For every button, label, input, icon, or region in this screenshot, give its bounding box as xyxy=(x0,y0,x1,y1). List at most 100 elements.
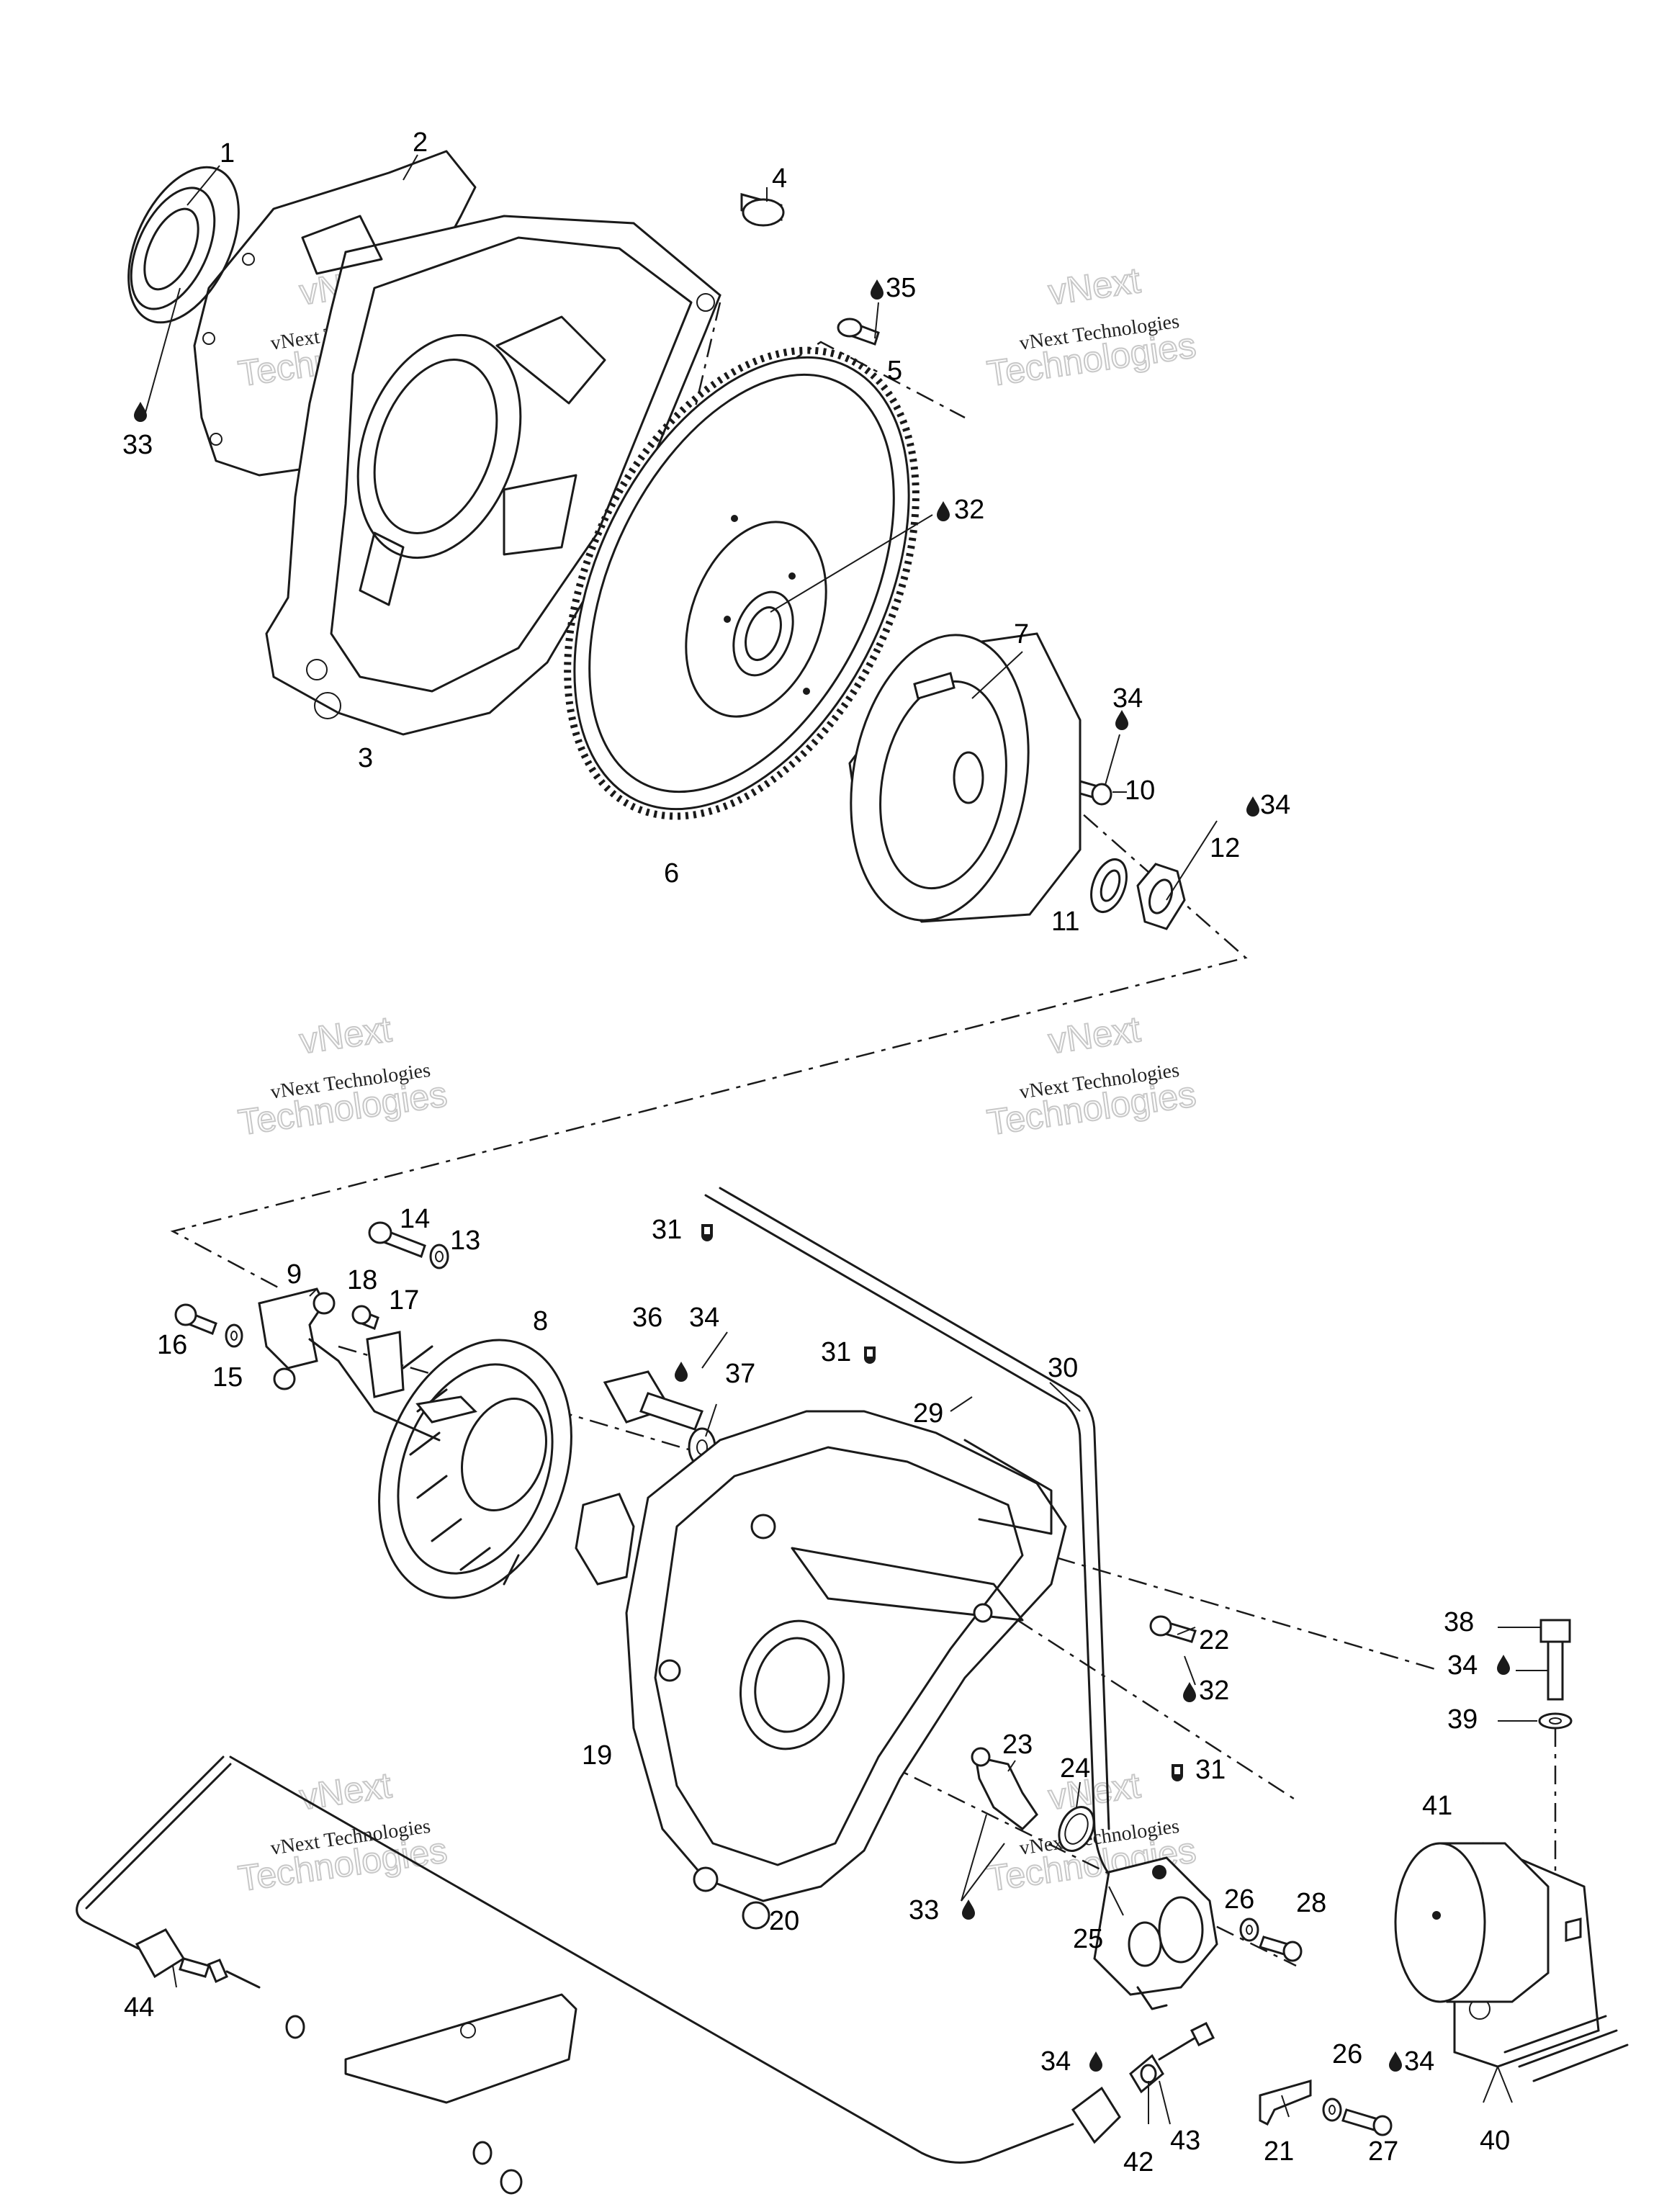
callout-4: 4 xyxy=(772,163,787,194)
callout-31: 31 xyxy=(821,1337,851,1367)
callout-33: 33 xyxy=(122,430,153,460)
part-28-screw xyxy=(1259,1936,1303,1962)
part-13-washer xyxy=(429,1244,449,1269)
callout-36: 36 xyxy=(632,1303,662,1333)
woodruff-key-icon xyxy=(864,1346,876,1364)
callout-19: 19 xyxy=(582,1740,612,1771)
callout-30: 30 xyxy=(1048,1353,1078,1383)
callout-26: 26 xyxy=(1332,2039,1362,2069)
callout-5: 5 xyxy=(887,356,902,386)
callout-32: 32 xyxy=(1199,1676,1229,1706)
callout-8: 8 xyxy=(533,1306,548,1336)
part-12-nut xyxy=(1136,863,1186,930)
callout-34: 34 xyxy=(1404,2046,1434,2077)
callout-11: 11 xyxy=(1051,907,1079,937)
drop-icon xyxy=(962,1899,975,1920)
drop-icon xyxy=(1183,1682,1196,1702)
callout-20: 20 xyxy=(769,1906,799,1936)
callout-17: 17 xyxy=(389,1285,419,1316)
callout-labels: 1 2 3 4 5 6 7 8 9 10 11 12 13 14 15 16 1… xyxy=(122,127,1510,2177)
callout-12: 12 xyxy=(1210,833,1240,863)
part-39-washer xyxy=(1538,1712,1573,1730)
callout-6: 6 xyxy=(664,858,679,889)
callout-22: 22 xyxy=(1199,1625,1229,1655)
callout-32: 32 xyxy=(954,495,984,525)
part-25-pump xyxy=(1093,1856,1218,2010)
part-41-solenoid xyxy=(1394,1842,1550,2003)
part-4-dowel xyxy=(740,193,785,227)
leader-lines xyxy=(143,154,1548,2125)
part-38-bolt xyxy=(1539,1619,1571,1701)
callout-3: 3 xyxy=(358,743,373,773)
callout-2: 2 xyxy=(413,127,428,158)
woodruff-key-icon xyxy=(1172,1764,1183,1781)
callout-31: 31 xyxy=(1195,1755,1226,1785)
part-3-flywheel-housing xyxy=(265,215,721,736)
callout-7: 7 xyxy=(1014,619,1029,649)
watermark: vNext Technologies vNext Technologies xyxy=(235,1764,450,1899)
part-17-clamp xyxy=(366,1331,405,1398)
part-9-trigger-bracket xyxy=(258,1287,441,1442)
drop-icon xyxy=(1389,2051,1402,2072)
part-24-o-ring xyxy=(1058,1806,1095,1852)
callout-10: 10 xyxy=(1125,775,1155,806)
callout-1: 1 xyxy=(220,138,235,168)
callout-44: 44 xyxy=(124,1992,154,2023)
callout-38: 38 xyxy=(1444,1607,1474,1637)
watermark: vNext Technologies vNext Technologies xyxy=(984,1008,1199,1143)
callout-25: 25 xyxy=(1073,1924,1103,1954)
part-22-screw xyxy=(1149,1615,1197,1643)
callout-29: 29 xyxy=(913,1398,943,1429)
part-26-washer-lower xyxy=(1322,2098,1342,2122)
part-18-screw xyxy=(351,1305,379,1330)
callout-24: 24 xyxy=(1060,1753,1090,1784)
callout-27: 27 xyxy=(1368,2136,1398,2167)
svg-text:vNext: vNext xyxy=(297,1009,394,1061)
part-7-magneto-rotor xyxy=(848,632,1082,923)
callout-14: 14 xyxy=(400,1204,430,1234)
callout-15: 15 xyxy=(212,1362,243,1393)
callout-21: 21 xyxy=(1264,2136,1294,2167)
svg-text:vNext: vNext xyxy=(297,1765,394,1817)
drop-icon xyxy=(937,501,950,521)
callout-18: 18 xyxy=(347,1265,377,1295)
part-21-bracket xyxy=(1259,2080,1312,2126)
watermark: vNext Technologies vNext Technologies xyxy=(235,1008,450,1143)
part-27-screw xyxy=(1341,2108,1393,2136)
part-10-bolt xyxy=(1079,780,1112,806)
part-26-washer xyxy=(1239,1917,1259,1942)
callout-26: 26 xyxy=(1224,1884,1254,1915)
callout-16: 16 xyxy=(157,1330,187,1360)
part-42-boot xyxy=(1071,2086,1121,2144)
svg-text:vNext: vNext xyxy=(1046,260,1143,313)
drop-icon xyxy=(1089,2051,1102,2072)
callout-37: 37 xyxy=(725,1359,755,1389)
drop-icon xyxy=(1246,796,1259,817)
part-8-stator xyxy=(378,1339,635,1599)
callout-34: 34 xyxy=(1260,790,1290,820)
callout-28: 28 xyxy=(1296,1888,1326,1918)
callout-13: 13 xyxy=(450,1226,480,1256)
callout-35: 35 xyxy=(886,273,916,303)
part-6-ring-gear xyxy=(564,346,920,820)
callout-9: 9 xyxy=(287,1259,302,1290)
part-43-terminal xyxy=(1129,2021,1215,2094)
callout-34: 34 xyxy=(689,1303,719,1333)
callout-41: 41 xyxy=(1422,1791,1452,1821)
part-11-lock-washer xyxy=(1090,858,1128,913)
callout-34: 34 xyxy=(1447,1650,1478,1681)
callout-23: 23 xyxy=(1002,1730,1033,1760)
callout-33: 33 xyxy=(909,1895,939,1925)
svg-text:vNext: vNext xyxy=(1046,1009,1143,1061)
part-23-valve xyxy=(971,1747,1038,1830)
part-16-screw xyxy=(174,1303,217,1335)
watermark: vNext Technologies vNext Technologies xyxy=(984,259,1199,395)
part-1-oil-seal xyxy=(127,166,240,324)
drop-icon xyxy=(675,1362,688,1382)
part-14-screw xyxy=(368,1221,426,1258)
woodruff-key-icon xyxy=(701,1224,713,1241)
part-5-bolt xyxy=(837,318,880,346)
callout-42: 42 xyxy=(1123,2147,1154,2177)
callout-34: 34 xyxy=(1040,2046,1071,2077)
